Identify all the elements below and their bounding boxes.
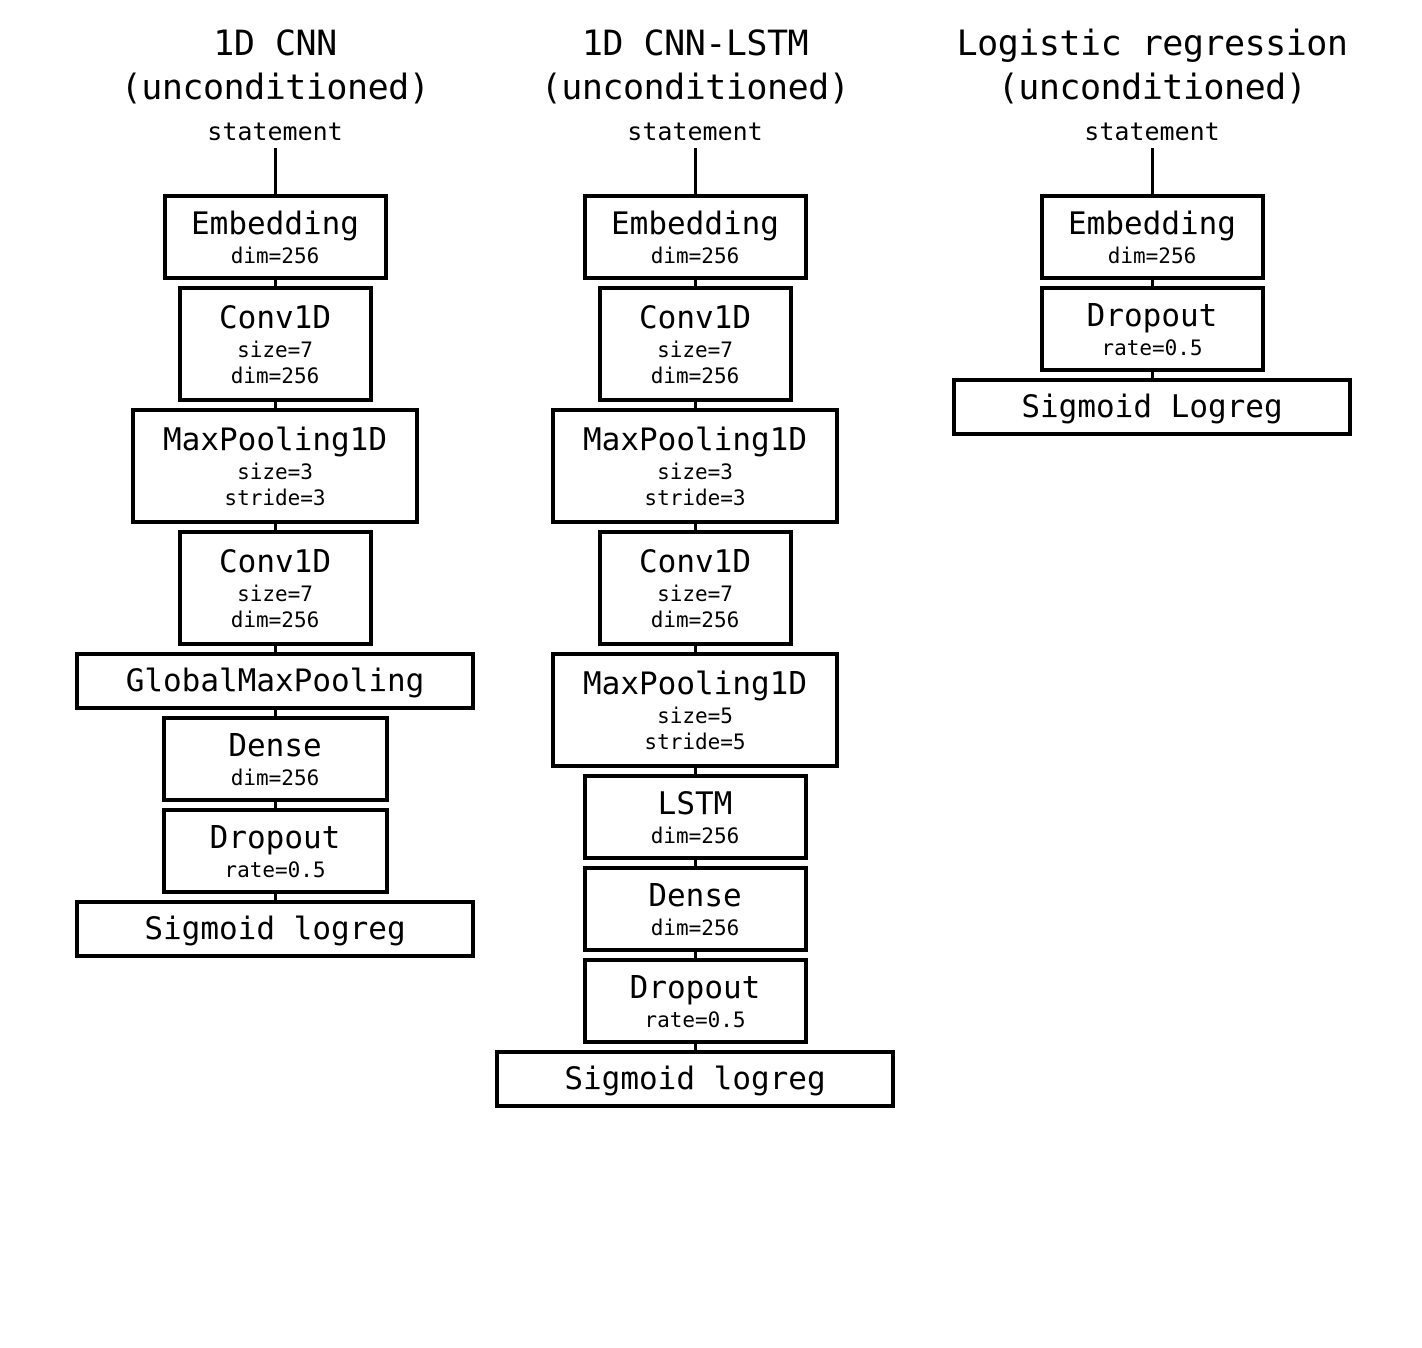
layer-title: Dropout [1086,298,1218,334]
layer-param-0: dim=256 [650,916,740,940]
connector-cnn-lstm-4 [693,646,697,652]
layer-title: Sigmoid Logreg [1021,389,1283,425]
layer-param-0: size=7 [657,582,733,606]
layer-param-0: dim=256 [1107,244,1197,268]
layer-title: Conv1D [219,300,331,336]
layer-title: Conv1D [639,544,751,580]
connector-cnn-1 [273,280,277,286]
connector-cnn-4 [273,646,277,652]
layer-param-1: dim=256 [230,364,320,388]
connector-cnn-3 [273,524,277,530]
layer-param-0: size=7 [237,582,313,606]
layer-title: GlobalMaxPooling [125,663,425,699]
input-label-cnn-lstm: statement [627,117,763,146]
layer-param-1: stride=5 [644,730,746,754]
layer-title: MaxPooling1D [163,422,387,458]
layer-param-1: dim=256 [650,364,740,388]
connector-cnn-5 [273,710,277,716]
layer-param-0: rate=0.5 [1101,336,1203,360]
layer-title: Dropout [629,970,761,1006]
column-title-cnn-lstm: 1D CNN-LSTM (unconditioned) [540,24,850,108]
connector-cnn-2 [273,402,277,408]
connector-cnn-lstm-8 [693,1044,697,1050]
connector-cnn-lstm-5 [693,768,697,774]
connector-logistic-regression-2 [1150,372,1154,378]
column-title-logistic-regression: Logistic regression (unconditioned) [956,24,1348,108]
layer-title: Embedding [611,206,779,242]
layer-title: Sigmoid logreg [564,1061,826,1097]
connector-cnn-lstm-6 [693,860,697,866]
layer-title: Embedding [191,206,359,242]
layer-param-1: stride=3 [224,486,326,510]
connector-cnn-7 [273,894,277,900]
connector-cnn-lstm-3 [693,524,697,530]
layer-node-cnn-lstm-8: Sigmoid logreg [495,1050,895,1108]
layer-param-0: size=7 [657,338,733,362]
input-stem-cnn-lstm [693,148,697,194]
layer-title: Embedding [1068,206,1236,242]
layer-param-0: dim=256 [230,244,320,268]
model-column-logistic-regression: Logistic regression (unconditioned) state… [872,22,1422,436]
layer-param-1: dim=256 [650,608,740,632]
connector-cnn-lstm-2 [693,402,697,408]
layer-node-cnn-7: Sigmoid logreg [75,900,475,958]
layer-param-0: dim=256 [230,766,320,790]
layer-title: LSTM [657,786,733,822]
layer-param-0: rate=0.5 [644,1008,746,1032]
input-stem-logistic-regression [1150,148,1154,194]
layer-node-logistic-regression-2: Sigmoid Logreg [952,378,1352,436]
input-label-cnn: statement [207,117,343,146]
input-label-logistic-regression: statement [1084,117,1220,146]
layer-title: Dense [228,728,322,764]
layer-title: Dropout [209,820,341,856]
connector-cnn-6 [273,802,277,808]
column-title-cnn: 1D CNN (unconditioned) [120,24,430,108]
layer-param-0: size=7 [237,338,313,362]
layer-param-0: size=5 [657,704,733,728]
input-stem-cnn [273,148,277,194]
layer-param-0: dim=256 [650,244,740,268]
layer-param-1: stride=3 [644,486,746,510]
layer-title: Dense [648,878,742,914]
layer-node-cnn-4: GlobalMaxPooling [75,652,475,710]
connector-logistic-regression-1 [1150,280,1154,286]
layer-param-1: dim=256 [230,608,320,632]
layer-title: MaxPooling1D [583,666,807,702]
layer-param-0: size=3 [657,460,733,484]
layer-title: Conv1D [219,544,331,580]
layer-title: MaxPooling1D [583,422,807,458]
layer-title: Conv1D [639,300,751,336]
layer-title: Sigmoid logreg [144,911,406,947]
connector-cnn-lstm-1 [693,280,697,286]
layer-param-0: rate=0.5 [224,858,326,882]
connector-cnn-lstm-7 [693,952,697,958]
layer-param-0: size=3 [237,460,313,484]
layer-param-0: dim=256 [650,824,740,848]
